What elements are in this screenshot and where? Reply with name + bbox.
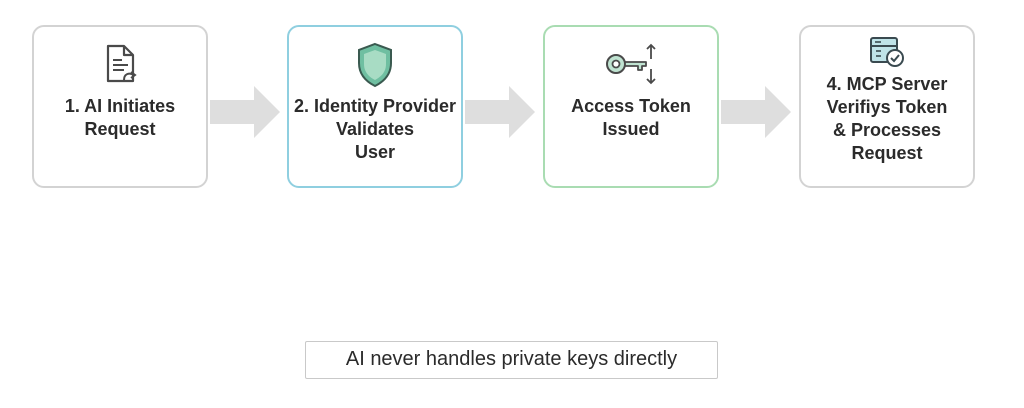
arrow-right-icon: [721, 86, 791, 138]
step-label: 2. Identity Provider Validates User: [293, 96, 457, 162]
security-note: AI never handles private keys directly: [305, 341, 718, 379]
arrow-right-icon: [210, 86, 280, 138]
step-label: Access Token Issued: [571, 96, 691, 139]
server-verify-icon: [867, 35, 907, 74]
step-access-token: Access Token Issued: [543, 25, 719, 188]
shield-icon: [355, 41, 395, 94]
step-identity-provider: 2. Identity Provider Validates User: [287, 25, 463, 188]
step-label: 1. AI Initiates Request: [64, 96, 176, 139]
step-mcp-server: 4. MCP Server Verifiys Token & Processes…: [799, 25, 975, 188]
step-label: 4. MCP Server Verifiys Token & Processes…: [826, 74, 948, 163]
key-icon: [603, 43, 659, 90]
document-icon: [102, 43, 138, 92]
arrow-right-icon: [465, 86, 535, 138]
step-ai-initiates: 1. AI Initiates Request: [32, 25, 208, 188]
